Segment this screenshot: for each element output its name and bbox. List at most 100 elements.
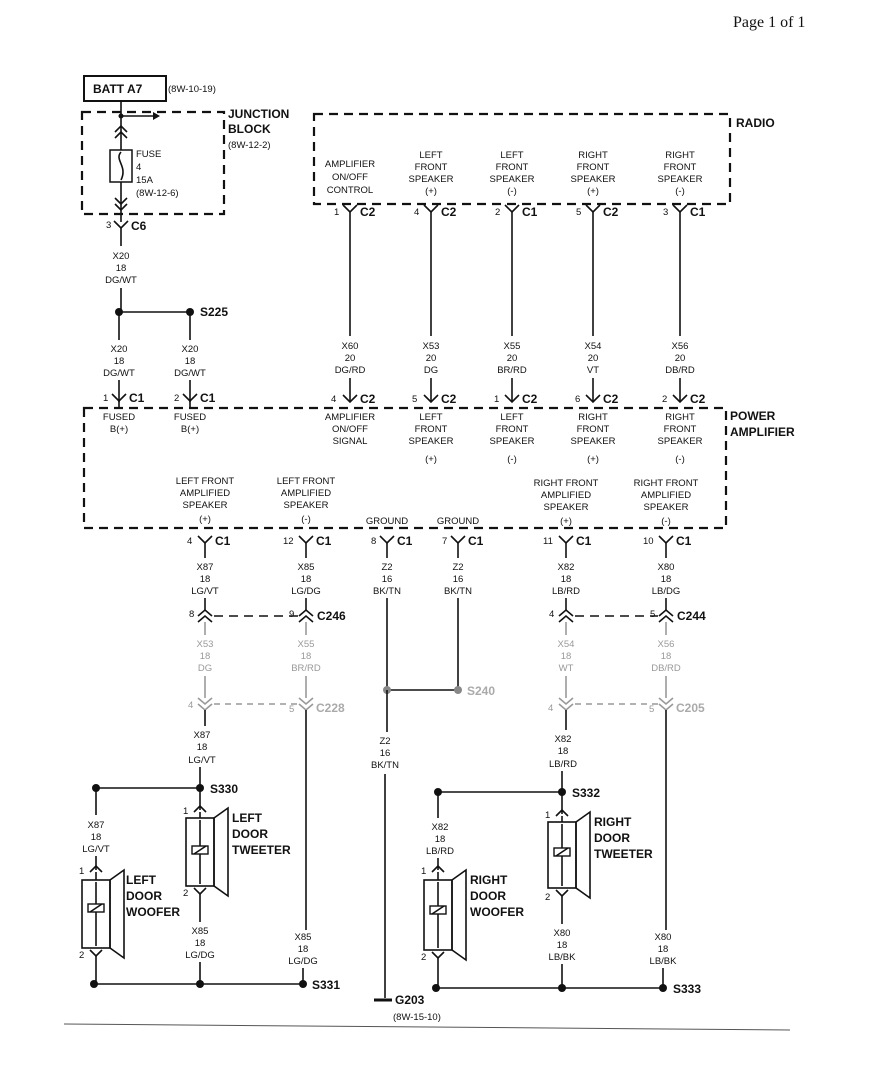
svg-text:5: 5 — [650, 609, 655, 620]
svg-text:FRONT: FRONT — [496, 162, 529, 173]
svg-text:Z2: Z2 — [381, 562, 392, 573]
radio-col-4: RIGHT FRONT SPEAKER (+) 5 C2 X54 20 VT 6… — [571, 150, 619, 465]
lower-wires: X87 18 LG/VT Z2 16 BK/TN X82 18 LB/RD — [188, 710, 667, 998]
svg-text:FUSED: FUSED — [174, 412, 206, 423]
svg-text:X60: X60 — [342, 341, 359, 352]
right-woofer-wire-circuit: X82 — [432, 822, 449, 833]
x20-left-circuit: X20 — [111, 344, 128, 355]
svg-text:DOOR: DOOR — [126, 889, 162, 903]
c205-connector: 4 5 C205 — [548, 697, 705, 715]
svg-text:(+): (+) — [425, 454, 437, 465]
svg-text:C1: C1 — [129, 391, 145, 405]
svg-text:S333: S333 — [673, 982, 701, 996]
svg-text:X87: X87 — [194, 730, 211, 741]
svg-text:C1: C1 — [316, 534, 332, 548]
svg-text:9: 9 — [289, 609, 294, 620]
left-door-tweeter: 1 2 LEFT DOOR TWEETER — [183, 804, 291, 899]
svg-text:4: 4 — [548, 703, 553, 714]
svg-text:SPEAKER: SPEAKER — [544, 502, 589, 513]
junction-block-ref: (8W-12-2) — [228, 140, 271, 151]
svg-text:C2: C2 — [522, 392, 538, 406]
svg-text:LEFT FRONT: LEFT FRONT — [176, 476, 235, 487]
svg-text:C1: C1 — [690, 205, 706, 219]
svg-text:BK/TN: BK/TN — [371, 760, 399, 771]
radio-title: RADIO — [736, 116, 775, 130]
svg-text:SPEAKER: SPEAKER — [658, 436, 703, 447]
svg-text:X82: X82 — [555, 734, 572, 745]
svg-text:20: 20 — [507, 353, 518, 364]
g203-ground: G203 (8W-15-10) — [374, 993, 441, 1023]
svg-text:DG: DG — [198, 663, 212, 674]
fused-pin-1: 1 C1 FUSED B(+) — [103, 391, 145, 435]
right-woofer-wire-gauge: 18 — [435, 834, 446, 845]
svg-text:WOOFER: WOOFER — [470, 905, 524, 919]
svg-text:11: 11 — [543, 536, 553, 547]
svg-text:LEFT: LEFT — [500, 150, 523, 161]
left-woofer-wire-gauge: 18 — [91, 832, 102, 843]
x20-top-circuit: X20 — [113, 251, 130, 262]
svg-text:LEFT: LEFT — [126, 873, 157, 887]
svg-text:2: 2 — [662, 394, 667, 405]
svg-text:5: 5 — [576, 207, 581, 218]
svg-text:5: 5 — [649, 704, 654, 715]
svg-text:(+): (+) — [425, 186, 437, 197]
svg-text:SPEAKER: SPEAKER — [490, 436, 535, 447]
svg-text:2: 2 — [545, 892, 550, 903]
svg-text:2: 2 — [79, 950, 84, 961]
x20-right-circuit: X20 — [182, 344, 199, 355]
svg-text:(-): (-) — [661, 516, 671, 527]
svg-text:10: 10 — [643, 536, 654, 547]
svg-text:2: 2 — [174, 393, 179, 404]
batt-box — [83, 75, 167, 102]
svg-text:BK/TN: BK/TN — [373, 586, 401, 597]
right-tweeter-out-color: LB/BK — [549, 952, 577, 963]
svg-text:1: 1 — [334, 207, 339, 218]
svg-text:16: 16 — [382, 574, 393, 585]
svg-text:(-): (-) — [675, 454, 685, 465]
x85-wire-circuit: X85 — [295, 932, 312, 943]
svg-text:C2: C2 — [603, 392, 619, 406]
svg-text:GROUND: GROUND — [437, 516, 479, 527]
svg-text:SPEAKER: SPEAKER — [409, 436, 454, 447]
svg-text:5: 5 — [412, 394, 417, 405]
left-tweeter-out-color: LG/DG — [185, 950, 215, 961]
svg-text:FRONT: FRONT — [577, 424, 610, 435]
x80-wire-gauge: 18 — [658, 944, 669, 955]
amp-out-col-6: 10 C1 X80 18 LB/DG — [643, 534, 692, 610]
amp-out-col-2: 12 C1 X85 18 LG/DG — [283, 534, 332, 610]
power-amp-title-2: AMPLIFIER — [730, 425, 795, 439]
svg-text:RIGHT: RIGHT — [578, 150, 608, 161]
svg-text:SIGNAL: SIGNAL — [333, 436, 368, 447]
svg-text:4: 4 — [187, 536, 192, 547]
svg-text:G203: G203 — [395, 993, 425, 1007]
svg-text:SPEAKER: SPEAKER — [571, 174, 616, 185]
svg-text:2: 2 — [183, 888, 188, 899]
page-label: Page 1 of 1 — [733, 14, 805, 31]
svg-text:16: 16 — [380, 748, 391, 759]
svg-text:LEFT FRONT: LEFT FRONT — [277, 476, 336, 487]
svg-text:20: 20 — [588, 353, 599, 364]
x20-right-gauge: 18 — [185, 356, 196, 367]
power-amp-title-1: POWER — [730, 409, 776, 423]
svg-text:RIGHT: RIGHT — [470, 873, 508, 887]
svg-text:18: 18 — [661, 574, 672, 585]
bottom-border-line — [63, 1023, 791, 1031]
svg-text:B(+): B(+) — [181, 424, 199, 435]
radio-col-3: LEFT FRONT SPEAKER (-) 2 C1 X55 20 BR/RD… — [490, 150, 538, 465]
svg-text:WOOFER: WOOFER — [126, 905, 180, 919]
svg-text:4: 4 — [331, 394, 336, 405]
svg-text:X87: X87 — [197, 562, 214, 573]
svg-text:18: 18 — [558, 746, 569, 757]
svg-text:C1: C1 — [522, 205, 538, 219]
svg-text:S240: S240 — [467, 684, 495, 698]
svg-text:AMPLIFIED: AMPLIFIED — [541, 490, 591, 501]
svg-text:B(+): B(+) — [110, 424, 128, 435]
svg-text:18: 18 — [197, 742, 208, 753]
amp-out-labels: LEFT FRONT AMPLIFIED SPEAKER (+) LEFT FR… — [176, 476, 699, 527]
svg-text:C2: C2 — [360, 205, 376, 219]
svg-text:AMPLIFIER: AMPLIFIER — [325, 159, 375, 170]
svg-text:1: 1 — [545, 810, 550, 821]
radio-col-1: AMPLIFIER ON/OFF CONTROL 1 C2 X60 20 DG/… — [325, 159, 376, 447]
right-tweeter-out-circuit: X80 — [554, 928, 571, 939]
svg-text:X56: X56 — [672, 341, 689, 352]
